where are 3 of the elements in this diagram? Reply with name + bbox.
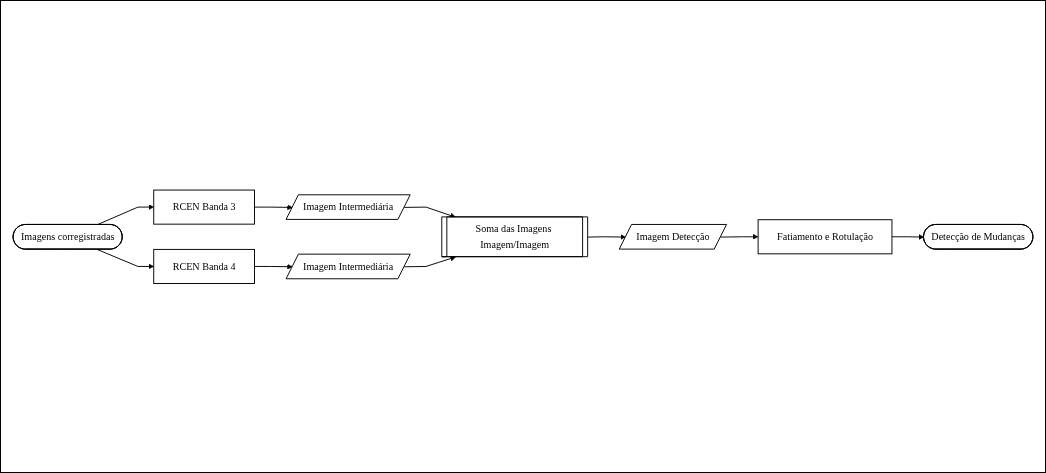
- node-box: RCEN Banda 4: [153, 248, 255, 284]
- node-box: Fatiamento e Rotulação: [757, 218, 893, 255]
- node-box: RCEN Banda 3: [153, 189, 255, 225]
